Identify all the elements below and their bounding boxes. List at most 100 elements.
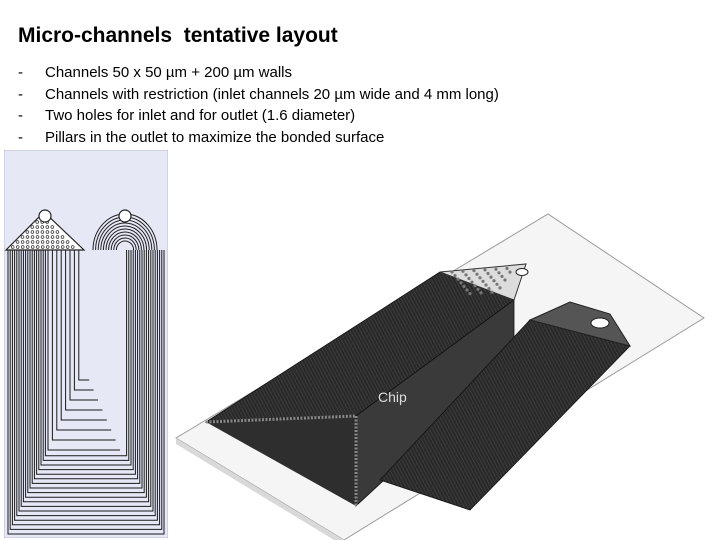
inlet-pillars [10, 220, 75, 249]
channel-line [31, 250, 141, 484]
chip-pillar [473, 284, 477, 288]
pillar [45, 245, 50, 249]
dome-arc [110, 234, 140, 251]
inlet-triangle [4, 211, 86, 251]
bullet-item: - Two holes for inlet and for outlet (1.6… [18, 105, 499, 127]
pillar [30, 240, 35, 244]
chip-pillar [500, 274, 504, 278]
pillar [45, 225, 50, 229]
channel-line [73, 250, 94, 391]
channel-line [29, 250, 143, 489]
chip-pillar [487, 287, 491, 291]
chip-pillar [450, 270, 454, 274]
chip-pillar [478, 276, 482, 280]
channel-line [69, 250, 98, 401]
channel-line [7, 250, 165, 535]
bullet-item: -Channels 50 x 50 µm + 200 µm walls [18, 62, 499, 84]
pillar [35, 235, 40, 239]
chip-pillar [479, 291, 483, 295]
channel-line [33, 250, 139, 480]
slide-title: Micro-channels tentative layout [18, 24, 338, 47]
chip-pillar [497, 271, 501, 275]
bullet-marker: - [18, 128, 23, 146]
channel-line [78, 250, 90, 381]
chip-pillar [456, 277, 460, 281]
pillar [30, 235, 35, 239]
dome-arc [100, 222, 150, 251]
layout-background [4, 150, 168, 538]
pillar [35, 220, 39, 224]
channel-line [25, 250, 147, 498]
chip-pillar [472, 269, 476, 273]
chip-3d-render [175, 213, 705, 540]
pillar [55, 240, 60, 244]
pillar [55, 235, 60, 239]
channel-line [38, 250, 134, 471]
pillar [65, 245, 70, 249]
bullet-item: - Pillars in the outlet to maximize the b… [18, 127, 499, 149]
channel-line [47, 250, 120, 451]
pillar [70, 245, 75, 249]
pillar [60, 240, 65, 244]
bullet-marker: - [18, 64, 23, 81]
pillar [25, 245, 30, 249]
channel-line [18, 250, 154, 512]
pillar [25, 230, 30, 234]
channel-line [56, 250, 112, 431]
chip-pillar [495, 282, 499, 286]
inlet-hole-3d [515, 268, 529, 276]
chip-pillar [508, 270, 512, 274]
chip-pillar [467, 276, 471, 281]
pillar [30, 225, 35, 229]
pillar [50, 230, 55, 234]
chip-pillar [498, 286, 502, 290]
pillar [40, 225, 45, 229]
chip-pillar [503, 278, 507, 282]
channel-line [42, 250, 130, 461]
chip-pillar [483, 268, 487, 272]
channel-lines [7, 250, 165, 535]
chip-pillar [490, 290, 494, 294]
pillar [10, 245, 15, 249]
chip-pillar [475, 272, 479, 276]
pillar [55, 230, 60, 234]
pillar [30, 245, 35, 249]
pillar [40, 245, 45, 249]
pillar [15, 245, 20, 249]
bullet-marker: - [18, 85, 23, 103]
chip-pillars [450, 266, 512, 296]
pillar [55, 245, 60, 249]
pillar [35, 230, 40, 234]
outlet-hole [118, 209, 132, 223]
channel-line [60, 250, 107, 421]
pillar [20, 240, 25, 244]
pillar [40, 240, 45, 244]
channel-bank-front [206, 416, 356, 506]
outlet-hole-3d [590, 317, 610, 329]
channel-line [16, 250, 156, 517]
bullet-list: -Channels 50 x 50 µm + 200 µm walls -Cha… [18, 62, 499, 148]
chip-pillar [489, 275, 493, 279]
chip-pillar [481, 279, 485, 283]
pillar [30, 230, 35, 234]
pillar [50, 225, 55, 229]
channel-line [27, 250, 145, 494]
channel-line [44, 250, 128, 457]
pillar [35, 245, 40, 249]
chip-pillar [465, 288, 469, 292]
channel-line [40, 250, 132, 466]
chip-pillar [492, 279, 496, 283]
dome-arc [105, 228, 145, 251]
channel-line [9, 250, 163, 530]
channel-line [11, 250, 161, 526]
bullet-marker: - [18, 107, 23, 124]
bullet-item: -Channels with restriction (inlet channe… [18, 84, 499, 106]
chip-pillar [505, 266, 509, 271]
pillar [45, 240, 50, 244]
bullet-text: Two holes for inlet and for outlet (1.6 … [45, 107, 356, 124]
chip-pillar [486, 271, 490, 276]
pillar [20, 245, 25, 249]
bullet-text: Pillars in the outlet to maximize the bo… [45, 128, 385, 146]
channel-line [51, 250, 116, 441]
pillar [50, 240, 55, 244]
